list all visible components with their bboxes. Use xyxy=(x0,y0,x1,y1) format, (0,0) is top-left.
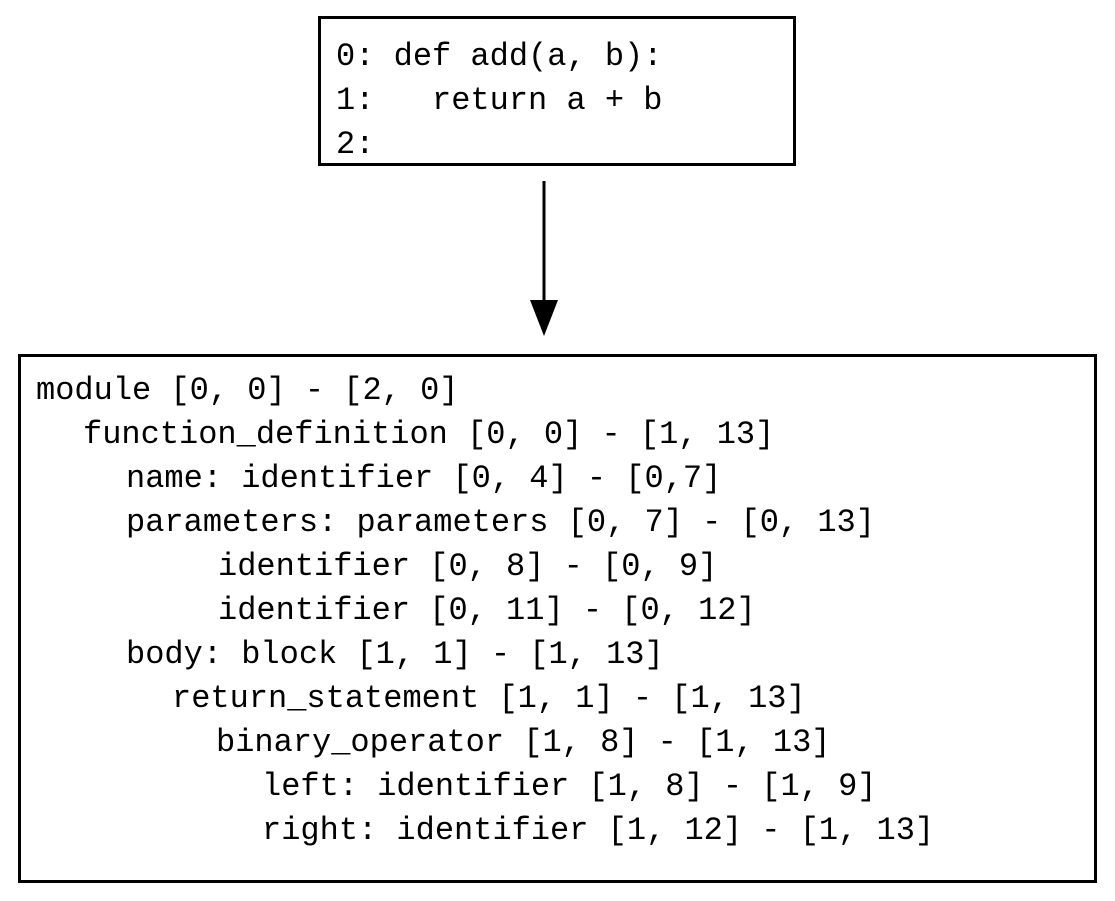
source-line: 0: def add(a, b): xyxy=(336,38,663,75)
source-line: 1: return a + b xyxy=(336,82,663,119)
source-line: 2: xyxy=(336,126,375,163)
tree-node-line: name: identifier [0, 4] - [0,7] xyxy=(126,460,722,497)
source-code-box: 0: def add(a, b): 1: return a + b 2: xyxy=(318,16,796,166)
tree-node-line: function_definition [0, 0] - [1, 13] xyxy=(83,416,775,453)
tree-node-line: binary_operator [1, 8] - [1, 13] xyxy=(216,724,831,761)
syntax-tree-box: module [0, 0] - [2, 0] function_definiti… xyxy=(18,354,1097,883)
tree-node-line: identifier [0, 8] - [0, 9] xyxy=(218,548,718,585)
tree-node-line: module [0, 0] - [2, 0] xyxy=(36,372,459,409)
tree-node-line: return_statement [1, 1] - [1, 13] xyxy=(172,680,806,717)
arrow-head xyxy=(530,300,558,336)
tree-node-line: body: block [1, 1] - [1, 13] xyxy=(126,636,664,673)
tree-node-line: parameters: parameters [0, 7] - [0, 13] xyxy=(126,504,875,541)
tree-node-line: identifier [0, 11] - [0, 12] xyxy=(218,592,756,629)
tree-node-line: right: identifier [1, 12] - [1, 13] xyxy=(262,812,935,849)
tree-node-line: left: identifier [1, 8] - [1, 9] xyxy=(262,768,877,805)
